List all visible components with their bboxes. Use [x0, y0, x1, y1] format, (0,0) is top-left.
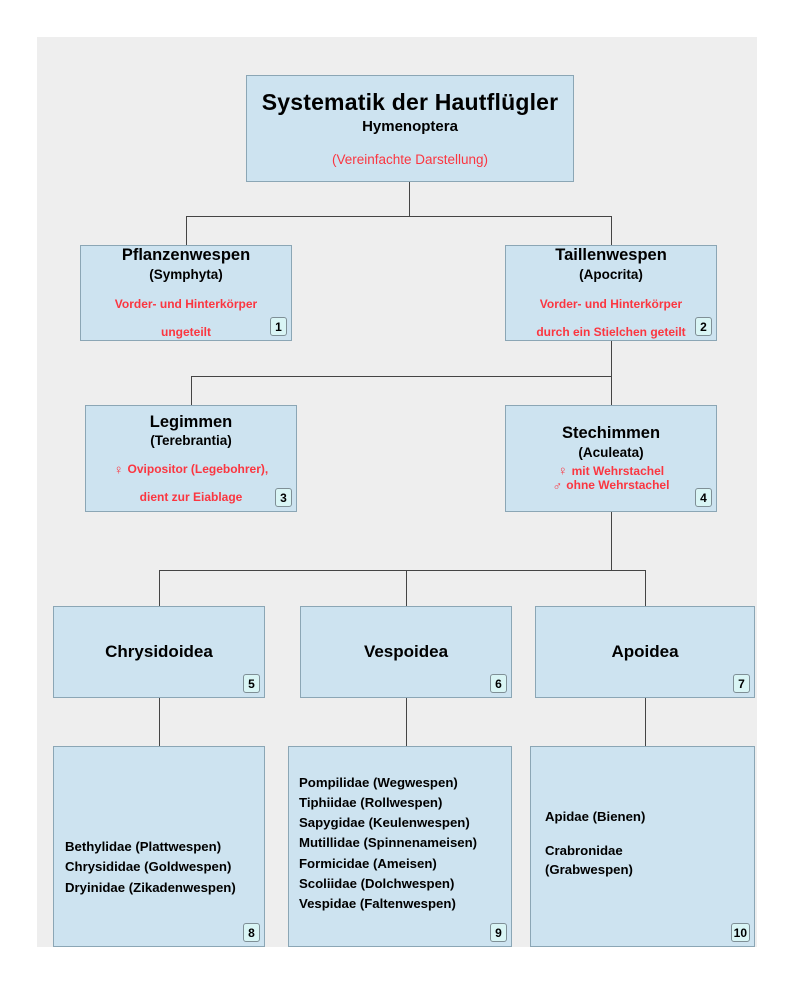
vespoidea-family-list: Pompilidae (Wegwespen) Tiphiidae (Rollwe…	[289, 773, 511, 913]
aculeata-notes: ♀ mit Wehrstachel ♂ ohne Wehrstachel	[553, 464, 670, 493]
list-spacer	[545, 827, 754, 841]
root-note: (Vereinfachte Darstellung)	[331, 152, 489, 168]
badge-1: 1	[270, 317, 287, 336]
apocrita-title: Taillenwespen	[555, 246, 667, 265]
badge-7: 7	[733, 674, 750, 693]
badge-6: 6	[490, 674, 507, 693]
terebrantia-title: Legimmen	[149, 412, 233, 431]
list-item: Scoliidae (Dolchwespen)	[299, 875, 455, 891]
connector-to-symphyta	[186, 216, 187, 245]
connector-aculeata-stem	[611, 512, 612, 570]
aculeata-female-note: mit Wehrstachel	[571, 463, 665, 478]
node-apoidea[interactable]: Apoidea 7	[535, 606, 755, 698]
connector-vespoidea-to-families	[406, 698, 407, 746]
list-item: Chrysididae (Goldwespen)	[65, 859, 232, 875]
terebrantia-note-line2: dient zur Eiablage	[139, 489, 243, 504]
badge-9: 9	[490, 923, 507, 942]
terebrantia-note-line1: Ovipositor (Legebohrer),	[127, 462, 269, 477]
node-chrysidoidea[interactable]: Chrysidoidea 5	[53, 606, 265, 698]
aculeata-title: Stechimmen	[561, 424, 661, 443]
connector-chrysidoidea-to-families	[159, 698, 160, 746]
connector-apocrita-stem	[611, 341, 612, 376]
list-item: Mutillidae (Spinnenameisen)	[299, 835, 478, 851]
apocrita-note-line2: durch ein Stielchen geteilt	[536, 325, 686, 340]
badge-3: 3	[275, 488, 292, 507]
root-scientific-name: Hymenoptera	[362, 117, 458, 135]
list-item: Apidae (Bienen)	[545, 808, 646, 824]
connector-to-aculeata	[611, 376, 612, 405]
symphyta-note-line1: Vorder- und Hinterkörper	[114, 296, 258, 311]
node-terebrantia[interactable]: Legimmen (Terebrantia) ♀ Ovipositor (Leg…	[85, 405, 297, 512]
root-title: Systematik der Hautflügler	[261, 88, 559, 115]
list-item: Crabronidae	[545, 842, 623, 858]
female-symbol-icon: ♀	[557, 463, 568, 479]
symphyta-scientific-name: (Symphyta)	[149, 266, 223, 282]
connector-to-apocrita	[611, 216, 612, 245]
terebrantia-scientific-name: (Terebrantia)	[150, 433, 232, 449]
apoidea-family-list: Apidae (Bienen) Crabronidae (Grabwespen)	[531, 807, 754, 880]
node-aculeata[interactable]: Stechimmen (Aculeata) ♀ mit Wehrstachel …	[505, 405, 717, 512]
symphyta-note-line2: ungeteilt	[161, 325, 211, 340]
node-vespoidea-families[interactable]: Pompilidae (Wegwespen) Tiphiidae (Rollwe…	[288, 746, 512, 947]
node-vespoidea[interactable]: Vespoidea 6	[300, 606, 512, 698]
chrysidoidea-title: Chrysidoidea	[105, 641, 213, 661]
connector-root-stem	[409, 182, 410, 216]
connector-level3-bar	[191, 376, 612, 377]
connector-to-terebrantia	[191, 376, 192, 405]
list-item: Vespidae (Faltenwespen)	[299, 895, 456, 911]
list-item: (Grabwespen)	[545, 862, 633, 878]
connector-to-chrysidoidea	[159, 570, 160, 606]
apocrita-scientific-name: (Apocrita)	[579, 266, 643, 282]
list-item: Pompilidae (Wegwespen)	[299, 775, 458, 791]
aculeata-male-row: ♂ ohne Wehrstachel	[553, 478, 670, 493]
badge-10: 10	[730, 923, 750, 942]
list-item: Tiphiidae (Rollwespen)	[299, 795, 443, 811]
vespoidea-title: Vespoidea	[363, 641, 449, 661]
chrysidoidea-family-list: Bethylidae (Plattwespen) Chrysididae (Go…	[54, 837, 264, 897]
male-symbol-icon: ♂	[552, 478, 563, 493]
aculeata-scientific-name: (Aculeata)	[578, 444, 644, 460]
node-symphyta[interactable]: Pflanzenwespen (Symphyta) Vorder- und Hi…	[80, 245, 292, 341]
node-chrysidoidea-families[interactable]: Bethylidae (Plattwespen) Chrysididae (Go…	[53, 746, 265, 947]
node-apocrita[interactable]: Taillenwespen (Apocrita) Vorder- und Hin…	[505, 245, 717, 341]
female-symbol-icon: ♀	[113, 462, 124, 477]
list-item: Formicidae (Ameisen)	[299, 855, 437, 871]
connector-apoidea-to-families	[645, 698, 646, 746]
list-item: Bethylidae (Plattwespen)	[65, 839, 222, 855]
aculeata-male-note: ohne Wehrstachel	[566, 478, 670, 493]
node-hymenoptera-root[interactable]: Systematik der Hautflügler Hymenoptera (…	[246, 75, 574, 182]
symphyta-title: Pflanzenwespen	[121, 246, 251, 265]
connector-level2-bar	[186, 216, 611, 217]
badge-5: 5	[243, 674, 260, 693]
aculeata-female-row: ♀ mit Wehrstachel	[553, 464, 670, 479]
badge-8: 8	[243, 923, 260, 942]
badge-4: 4	[695, 488, 712, 507]
node-apoidea-families[interactable]: Apidae (Bienen) Crabronidae (Grabwespen)…	[530, 746, 755, 947]
list-item: Sapygidae (Keulenwespen)	[299, 815, 470, 831]
apoidea-title: Apoidea	[611, 641, 679, 661]
badge-2: 2	[695, 317, 712, 336]
connector-to-apoidea	[645, 570, 646, 606]
apocrita-note-line1: Vorder- und Hinterkörper	[539, 296, 683, 311]
connector-to-vespoidea	[406, 570, 407, 606]
list-item: Dryinidae (Zikadenwespen)	[65, 879, 236, 895]
connector-level4-bar	[159, 570, 645, 571]
